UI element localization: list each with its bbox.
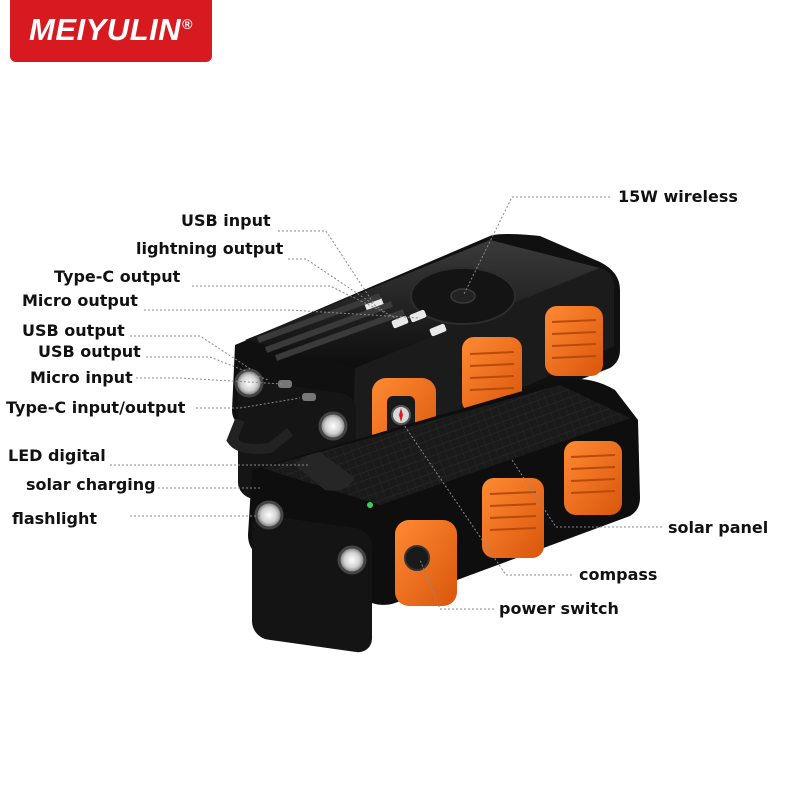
flashlight-icon bbox=[234, 368, 264, 398]
label-led-digital: LED digital bbox=[8, 446, 106, 465]
usb-ports bbox=[364, 297, 447, 337]
solar-panel bbox=[262, 385, 630, 505]
label-wireless: 15W wireless bbox=[618, 187, 738, 206]
labels: 15W wireless USB input lightning output … bbox=[6, 187, 768, 618]
rubber-bumper bbox=[462, 337, 522, 413]
power-switch-icon bbox=[404, 545, 430, 571]
upper-power-bank bbox=[226, 234, 620, 512]
label-solar-charging: solar charging bbox=[26, 475, 156, 494]
flashlight-icon bbox=[337, 545, 367, 575]
rubber-bumper bbox=[564, 441, 622, 515]
label-usb-input: USB input bbox=[181, 211, 271, 230]
label-compass: compass bbox=[579, 565, 657, 584]
label-usb-output-2: USB output bbox=[38, 342, 141, 361]
charging-indicator bbox=[367, 502, 373, 508]
label-usb-output-1: USB output bbox=[22, 321, 125, 340]
rubber-bumper bbox=[545, 306, 603, 376]
label-flashlight: flashlight bbox=[12, 509, 97, 528]
label-micro-input: Micro input bbox=[30, 368, 133, 387]
leader-lines bbox=[110, 196, 662, 610]
led-display bbox=[296, 452, 355, 491]
label-typec-output: Type-C output bbox=[54, 267, 181, 286]
label-solar-panel: solar panel bbox=[668, 518, 768, 537]
cable bbox=[226, 418, 294, 454]
label-typec-io: Type-C input/output bbox=[6, 398, 186, 417]
label-micro-output: Micro output bbox=[22, 291, 138, 310]
label-lightning-output: lightning output bbox=[136, 239, 284, 258]
brand-logo-text: MEIYULIN® bbox=[29, 12, 193, 47]
lower-power-bank bbox=[248, 378, 640, 653]
flashlight-icon bbox=[254, 500, 284, 530]
label-power-switch: power switch bbox=[499, 599, 619, 618]
flashlight-icon bbox=[318, 411, 348, 441]
brand-logo: MEIYULIN® bbox=[10, 0, 212, 62]
